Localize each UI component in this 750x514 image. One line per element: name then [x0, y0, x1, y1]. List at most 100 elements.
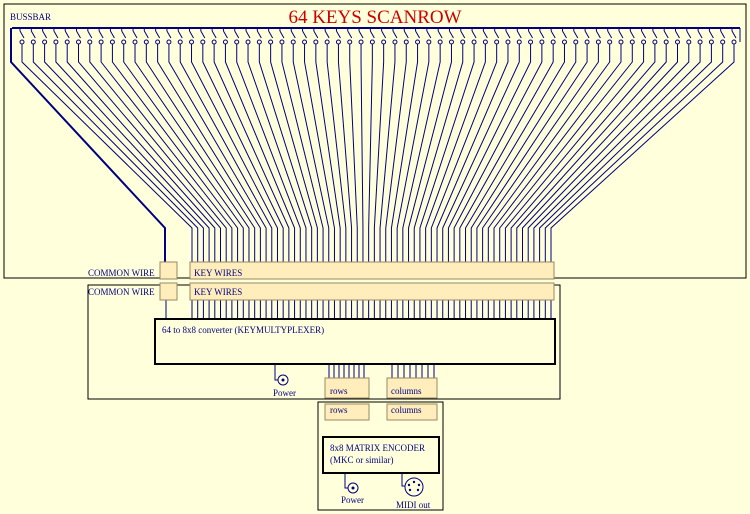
key-contact-icon — [222, 39, 228, 45]
common-wire-label-1: COMMON WIRE — [88, 268, 155, 278]
diagram-title: 64 KEYS SCANROW — [288, 7, 461, 28]
key-contact-icon — [234, 39, 240, 45]
encoder-label-line1: 8x8 MATRIX ENCODER — [330, 443, 425, 453]
columns-connector-2 — [386, 403, 438, 421]
key-wire — [55, 44, 210, 262]
key-wire — [419, 44, 475, 262]
key-contact-icon — [369, 39, 375, 45]
key-wire — [292, 44, 330, 262]
key-contact-icon — [143, 39, 149, 45]
midi-pin-icon — [416, 488, 420, 492]
key-switch-blade — [697, 30, 703, 39]
key-wire — [368, 44, 373, 262]
key-switch-blade — [279, 30, 285, 39]
key-wire — [482, 44, 599, 262]
key-switch-blade — [426, 30, 432, 39]
key-wire — [247, 44, 307, 262]
key-wire — [442, 44, 520, 262]
key-wire — [465, 44, 565, 262]
key-contact-icon — [245, 39, 251, 45]
key-wire — [373, 44, 385, 262]
key-wire — [476, 44, 588, 262]
key-switch-blade — [720, 30, 726, 39]
key-switch-blade — [539, 30, 545, 39]
key-contact-icon — [505, 39, 511, 45]
key-switch-blade — [42, 30, 48, 39]
key-contact-icon — [166, 39, 172, 45]
key-contact-icon — [279, 39, 285, 45]
key-contact-icon — [313, 39, 319, 45]
key-switch-blade — [302, 30, 307, 39]
key-switch-blade — [731, 30, 737, 39]
rows-connector-2 — [324, 403, 370, 421]
key-switch-blade — [121, 30, 127, 39]
key-switch-blade — [336, 30, 341, 39]
key-wire — [390, 44, 419, 262]
key-contact-icon — [381, 39, 387, 45]
key-switch-blade — [460, 30, 466, 39]
key-wire — [487, 44, 611, 262]
lower-key-wires-group — [165, 300, 552, 319]
key-wire — [360, 44, 364, 262]
key-wire — [134, 44, 250, 262]
key-switch-blade — [234, 30, 240, 39]
key-wire — [504, 44, 645, 262]
key-wire — [270, 44, 318, 262]
converter-label: 64 to 8x8 converter (KEYMULTYPLEXER) — [162, 325, 324, 335]
key-switch-blade — [641, 30, 647, 39]
key-wire — [499, 44, 633, 262]
key-contact-icon — [30, 39, 36, 45]
key-wire — [396, 44, 430, 262]
key-contact-icon — [189, 39, 195, 45]
midi-pin-icon — [412, 480, 416, 484]
key-switch-blade — [449, 30, 454, 39]
key-contact-icon — [109, 39, 115, 45]
key-switch-blade — [607, 30, 613, 39]
common-wire — [10, 28, 166, 262]
key-switch-blade — [516, 30, 522, 39]
key-wire — [385, 44, 407, 262]
key-wire — [168, 44, 267, 262]
power-label-2: Power — [341, 495, 364, 505]
key-wires-group — [19, 28, 737, 262]
key-contact-icon — [471, 39, 477, 45]
key-contact-icon — [618, 39, 624, 45]
key-contact-icon — [98, 39, 104, 45]
key-switch-blade — [562, 30, 567, 39]
key-contact-icon — [76, 39, 82, 45]
key-switch-blade — [347, 30, 353, 39]
key-contact-icon — [516, 39, 522, 45]
key-switch-blade — [256, 30, 262, 39]
bussbar-label: BUSSBAR — [10, 12, 51, 22]
key-switch-blade — [652, 30, 658, 39]
key-switch-blade — [505, 30, 511, 39]
key-contact-icon — [426, 39, 432, 45]
midi-pin-icon — [408, 488, 412, 492]
key-wire — [436, 44, 509, 262]
power-pin-icon-2 — [351, 486, 355, 490]
key-switch-blade — [324, 30, 330, 39]
power-connector-icon-1 — [277, 374, 289, 386]
key-switch-blade — [268, 30, 274, 39]
key-wire — [66, 44, 216, 262]
power-label-1: Power — [273, 388, 296, 398]
key-wire — [157, 44, 261, 262]
key-switch-blade — [358, 30, 364, 39]
key-wire — [349, 44, 358, 262]
key-switch-blade — [392, 30, 398, 39]
key-contact-icon — [290, 39, 296, 45]
key-switch-blade — [245, 30, 251, 39]
key-switch-blade — [290, 30, 296, 39]
power-wire-1 — [274, 364, 278, 381]
key-switch-blade — [189, 30, 194, 39]
key-contact-icon — [335, 39, 341, 45]
key-switch-blade — [381, 30, 387, 39]
rows-label-1: rows — [330, 386, 348, 396]
key-switch-blade — [166, 30, 172, 39]
key-wire — [379, 44, 396, 262]
key-contact-icon — [132, 39, 138, 45]
midi-connector-icon — [404, 477, 424, 497]
key-wire — [111, 44, 239, 262]
key-wire — [78, 44, 221, 262]
key-contact-icon — [595, 39, 601, 45]
